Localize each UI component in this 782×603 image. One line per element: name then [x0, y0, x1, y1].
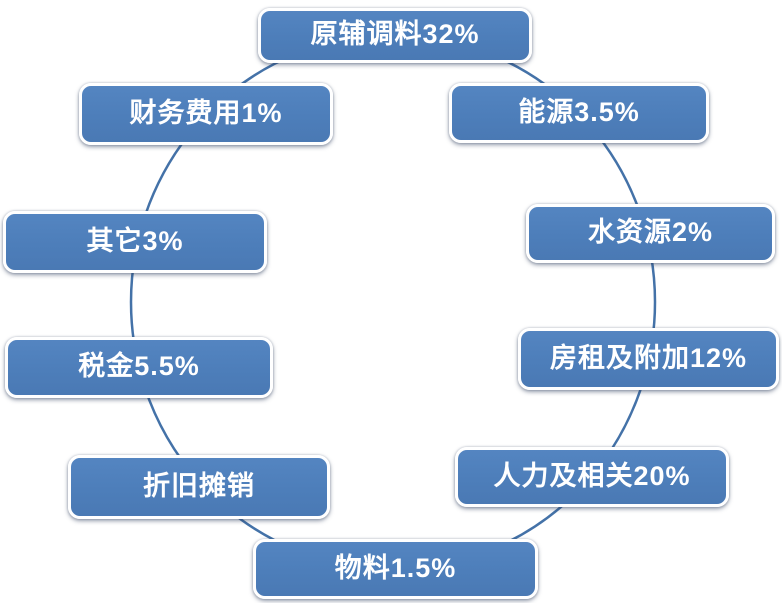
cycle-node-tax: 税金5.5%: [5, 337, 273, 398]
node-label: 能源3.5%: [518, 96, 640, 127]
node-label: 房租及附加12%: [549, 342, 748, 373]
node-label: 财务费用1%: [129, 97, 283, 128]
node-label: 折旧摊销: [143, 470, 255, 501]
cycle-node-water: 水资源2%: [526, 204, 775, 263]
node-label: 税金5.5%: [78, 351, 200, 381]
node-label: 物料1.5%: [334, 552, 457, 583]
cycle-node-raw-materials: 原辅调料32%: [258, 8, 532, 63]
cycle-node-supplies: 物料1.5%: [253, 539, 538, 599]
node-label: 其它3%: [86, 225, 184, 256]
node-label: 人力及相关20%: [493, 460, 691, 491]
cycle-node-finance-cost: 财务费用1%: [79, 83, 333, 145]
cycle-node-rent-surcharge: 房租及附加12%: [518, 328, 779, 390]
cycle-node-other: 其它3%: [3, 211, 267, 273]
node-label: 水资源2%: [587, 217, 714, 247]
cycle-node-energy: 能源3.5%: [449, 83, 709, 143]
cycle-node-depreciation: 折旧摊销: [68, 455, 330, 519]
node-label: 原辅调料32%: [310, 19, 480, 49]
cycle-node-labor: 人力及相关20%: [455, 447, 729, 507]
